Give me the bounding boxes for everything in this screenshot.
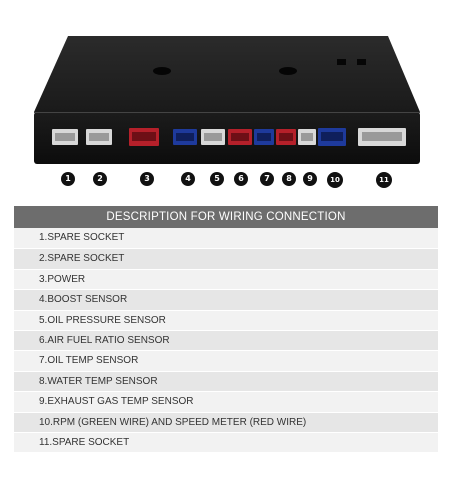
table-row: 2.SPARE SOCKET (14, 248, 438, 269)
table-row: 9.EXHAUST GAS TEMP SENSOR (14, 391, 438, 412)
table-row: 1.SPARE SOCKET (14, 228, 438, 249)
marker-9: 9 (303, 172, 317, 186)
connection-box-illustration (34, 36, 420, 164)
table-row: 4.BOOST SENSOR (14, 289, 438, 310)
connector-number-markers: 1 2 3 4 5 6 7 8 9 10 11 (0, 172, 452, 196)
connector-3 (129, 128, 159, 146)
connector-2 (86, 129, 112, 145)
connector-4 (173, 129, 197, 145)
marker-6: 6 (234, 172, 248, 186)
slot-icon (357, 59, 366, 65)
table-row: 7.OIL TEMP SENSOR (14, 350, 438, 371)
marker-10: 10 (327, 172, 343, 188)
table-header: DESCRIPTION FOR WIRING CONNECTION (14, 206, 438, 228)
wiring-description-table: DESCRIPTION FOR WIRING CONNECTION 1.SPAR… (14, 206, 438, 453)
marker-8: 8 (282, 172, 296, 186)
table-row: 6.AIR FUEL RATIO SENSOR (14, 329, 438, 351)
table-row: 11.SPARE SOCKET (14, 431, 438, 453)
connector-6 (228, 129, 252, 145)
device-front-face (34, 112, 420, 164)
connector-7 (254, 129, 274, 145)
slot-icon (337, 59, 346, 65)
marker-7: 7 (260, 172, 274, 186)
table-rows: 1.SPARE SOCKET 2.SPARE SOCKET 3.POWER 4.… (14, 228, 438, 453)
connector-5 (201, 129, 225, 145)
marker-1: 1 (61, 172, 75, 186)
connector-9 (298, 129, 316, 145)
marker-3: 3 (140, 172, 154, 186)
marker-5: 5 (210, 172, 224, 186)
connector-1 (52, 129, 78, 145)
marker-2: 2 (93, 172, 107, 186)
mount-hole-icon (153, 67, 171, 75)
marker-4: 4 (181, 172, 195, 186)
table-row: 5.OIL PRESSURE SENSOR (14, 309, 438, 330)
connector-11 (358, 128, 406, 146)
table-row: 8.WATER TEMP SENSOR (14, 370, 438, 392)
table-row: 10.RPM (GREEN WIRE) AND SPEED METER (RED… (14, 411, 438, 432)
connector-8 (276, 129, 296, 145)
marker-11: 11 (376, 172, 392, 188)
table-row: 3.POWER (14, 268, 438, 290)
connector-10 (318, 128, 346, 146)
mount-hole-icon (279, 67, 297, 75)
device-top-face (34, 36, 420, 112)
